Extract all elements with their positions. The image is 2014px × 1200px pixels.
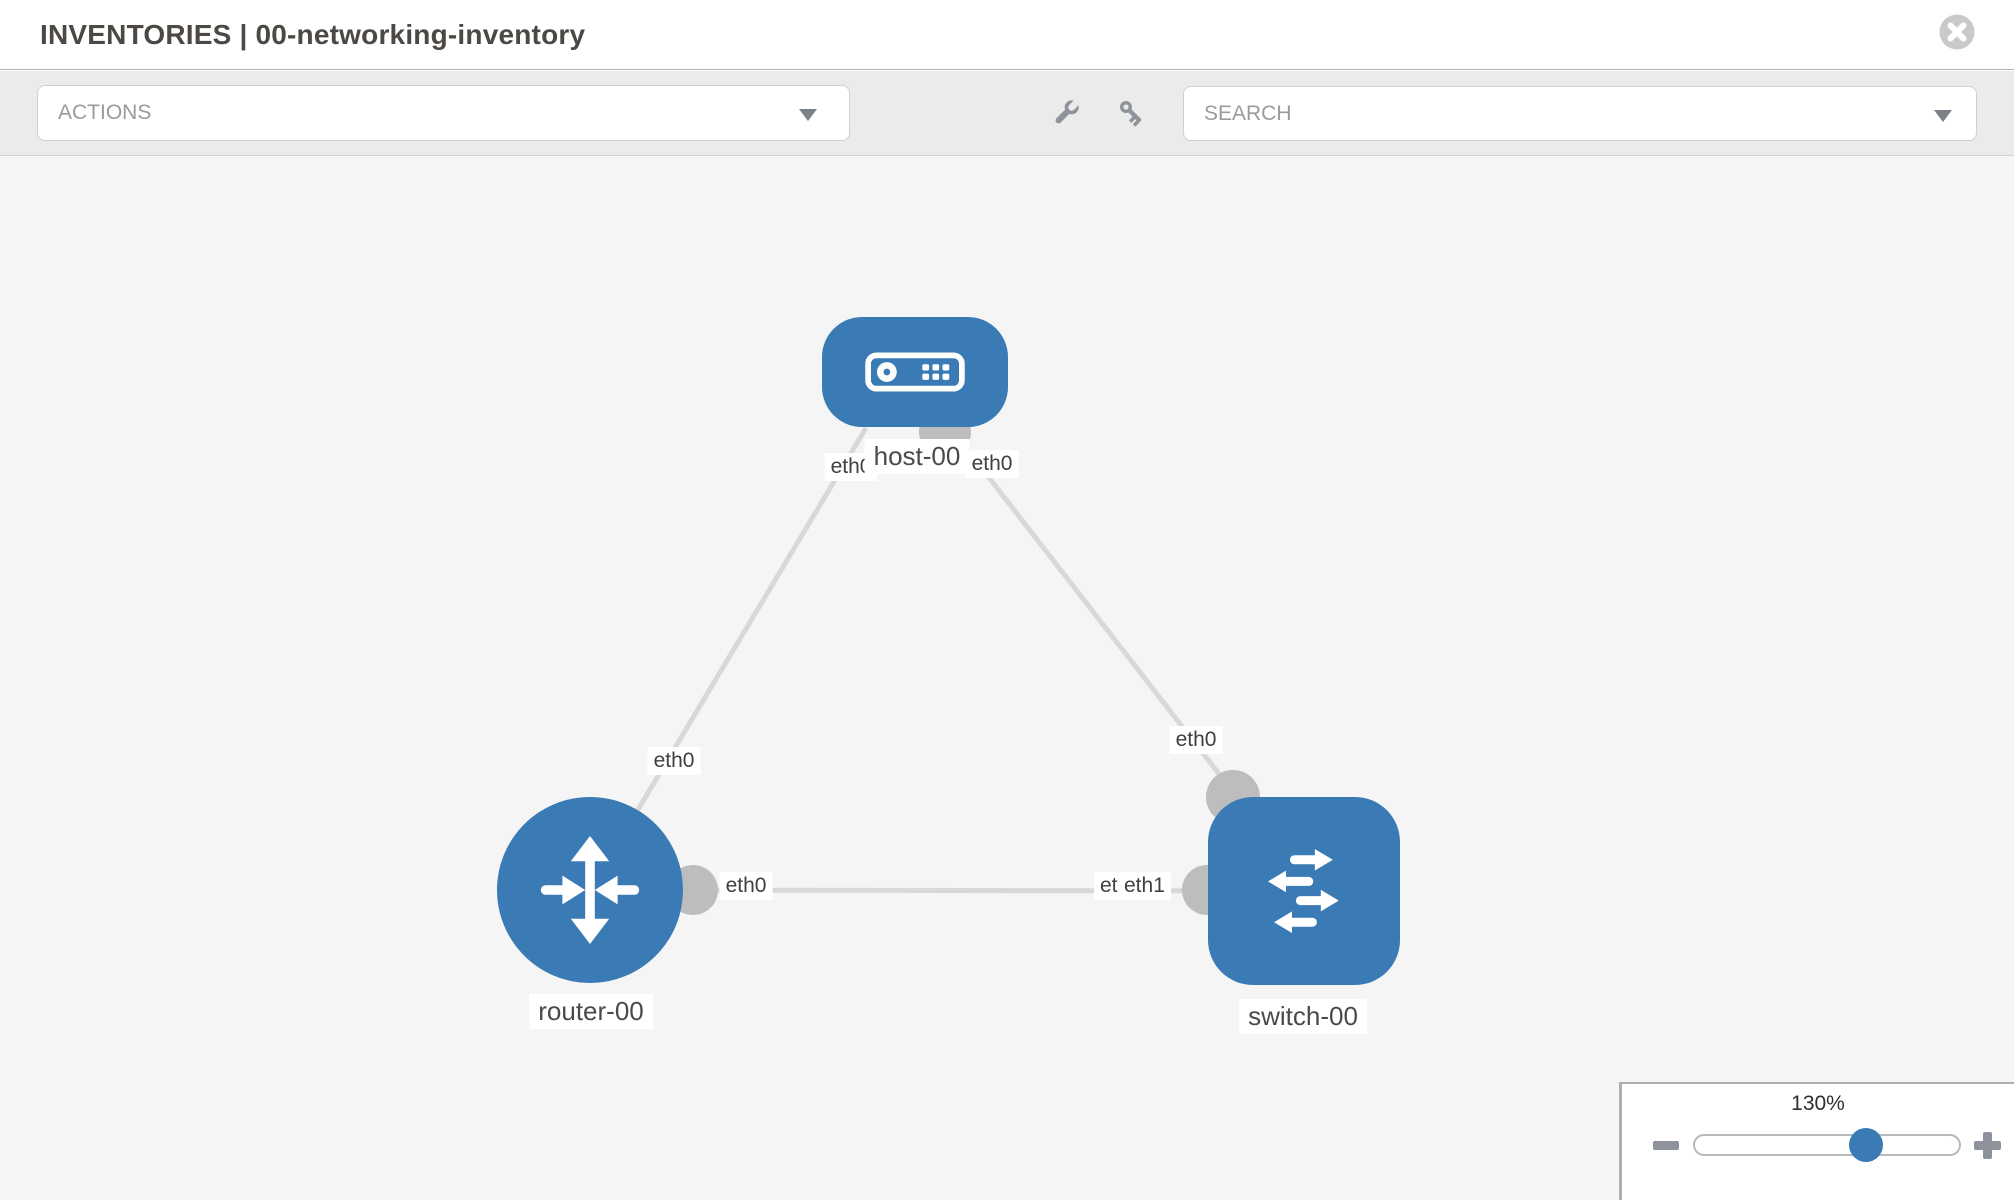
topology-canvas[interactable]: host-00 router-00 switch-00 eth0 eth0 et… bbox=[0, 156, 2014, 1200]
toolbar: ACTIONS bbox=[0, 71, 2014, 156]
search-dropdown-label: SEARCH bbox=[1204, 102, 1292, 125]
header: INVENTORIES | 00-networking-inventory bbox=[0, 0, 2014, 70]
host-icon bbox=[865, 352, 965, 392]
wrench-icon bbox=[1055, 98, 1081, 124]
page-title: INVENTORIES | 00-networking-inventory bbox=[40, 19, 586, 50]
node-host-00[interactable] bbox=[822, 317, 1008, 427]
iface-label: eth0 bbox=[965, 450, 1019, 478]
actions-dropdown[interactable]: ACTIONS bbox=[37, 85, 850, 141]
actions-dropdown-label: ACTIONS bbox=[58, 101, 152, 124]
chevron-down-icon bbox=[1934, 110, 1952, 122]
node-label-router: router-00 bbox=[529, 994, 653, 1029]
node-label-switch: switch-00 bbox=[1239, 999, 1367, 1034]
router-icon bbox=[540, 836, 640, 944]
search-dropdown[interactable]: SEARCH bbox=[1183, 86, 1977, 141]
zoom-slider-track[interactable] bbox=[1693, 1134, 1961, 1156]
topology-links bbox=[587, 426, 1301, 894]
close-icon bbox=[1939, 14, 1975, 50]
credentials-button[interactable] bbox=[1115, 96, 1149, 130]
zoom-in-button[interactable] bbox=[1974, 1132, 2001, 1159]
plus-icon bbox=[1983, 1132, 1992, 1159]
node-router-00[interactable] bbox=[497, 797, 683, 983]
iface-label: eth1 bbox=[1118, 872, 1171, 900]
iface-label: eth0 bbox=[719, 872, 773, 900]
node-label-host: host-00 bbox=[864, 439, 970, 474]
key-icon bbox=[1119, 100, 1142, 127]
zoom-slider-thumb[interactable] bbox=[1849, 1128, 1883, 1162]
switch-icon bbox=[1268, 849, 1339, 933]
chevron-down-icon bbox=[799, 109, 817, 121]
node-switch-00[interactable] bbox=[1208, 797, 1400, 985]
zoom-out-button[interactable] bbox=[1653, 1141, 1679, 1150]
iface-label: eth0 bbox=[647, 747, 701, 775]
configure-button[interactable] bbox=[1049, 96, 1083, 130]
iface-label: eth0 bbox=[1169, 726, 1223, 754]
zoom-level-value: 130% bbox=[1791, 1092, 1845, 1115]
close-button[interactable] bbox=[1939, 14, 1975, 50]
zoom-control-panel: 130% bbox=[1619, 1082, 2014, 1200]
